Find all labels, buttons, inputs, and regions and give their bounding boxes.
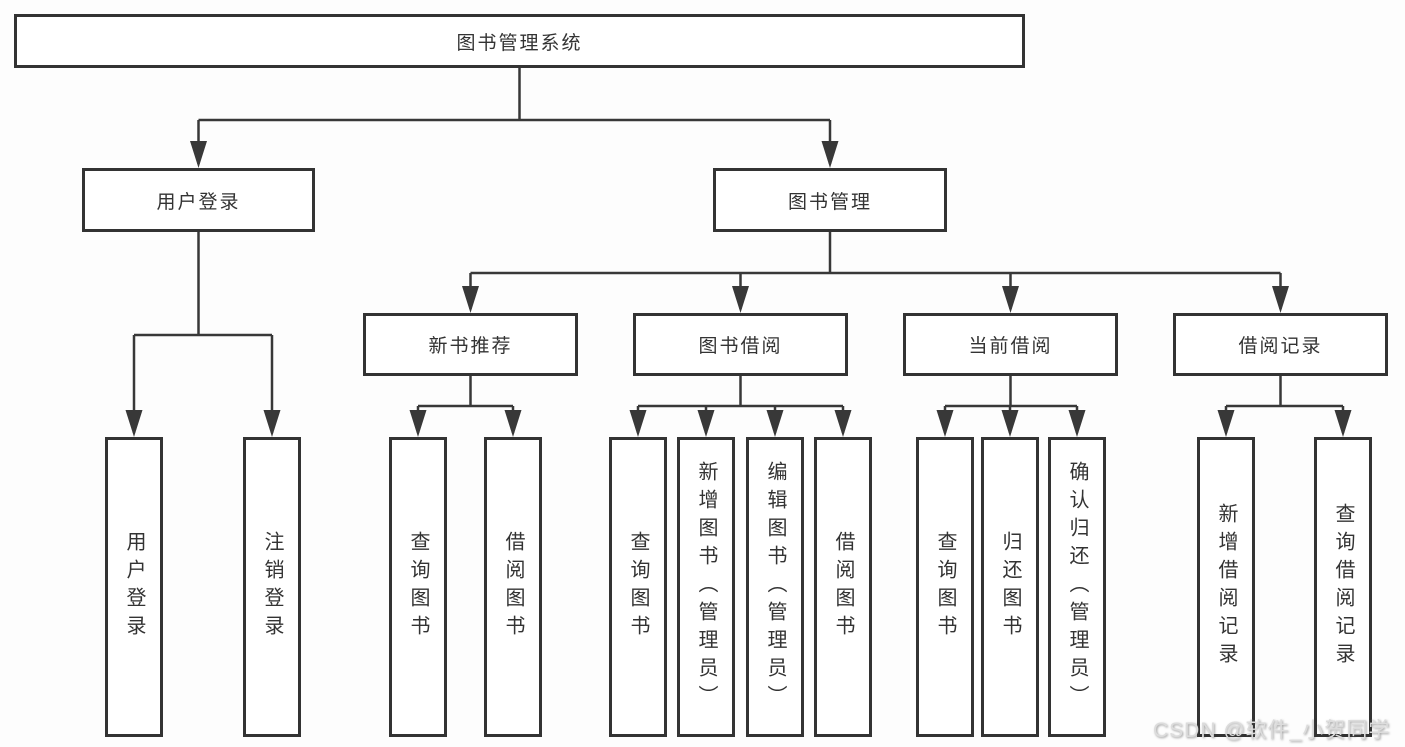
leaf-label: 借阅图书 [502,531,524,643]
leaf-label: 用户登录 [123,531,145,643]
node-current-borrowing: 当前借阅 [903,313,1118,376]
arrowheads [125,141,1352,437]
leaf-label: 新增图书（管理员） [695,461,717,713]
node-leaf-borrow-books-1: 借阅图书 [484,437,542,737]
node-borrowing-records: 借阅记录 [1173,313,1388,376]
node-root-system: 图书管理系统 [14,14,1025,68]
leaf-label: 查询图书 [627,531,649,643]
leaf-label: 新增借阅记录 [1215,503,1237,671]
node-leaf-add-books-admin: 新增图书（管理员） [677,437,735,737]
leaf-label: 查询图书 [934,531,956,643]
node-leaf-logout: 注销登录 [243,437,301,737]
node-leaf-borrow-books-2: 借阅图书 [814,437,872,737]
node-leaf-query-books-2: 查询图书 [609,437,667,737]
node-book-management-module: 图书管理 [713,168,947,232]
node-user-login-module: 用户登录 [82,168,315,232]
node-book-borrowing: 图书借阅 [633,313,848,376]
node-leaf-query-books-1: 查询图书 [389,437,447,737]
node-leaf-query-books-3: 查询图书 [916,437,974,737]
node-leaf-return-books: 归还图书 [981,437,1039,737]
leaf-label: 注销登录 [261,531,283,643]
leaf-label: 确认归还（管理员） [1066,461,1088,713]
leaf-label: 查询图书 [407,531,429,643]
node-leaf-add-borrow-record: 新增借阅记录 [1197,437,1255,737]
csdn-watermark: CSDN @软件_小贺同学 [1153,719,1391,742]
node-leaf-confirm-return-admin: 确认归还（管理员） [1048,437,1106,737]
leaf-label: 查询借阅记录 [1332,503,1354,671]
node-leaf-user-login: 用户登录 [105,437,163,737]
leaf-label: 编辑图书（管理员） [764,461,786,713]
leaf-label: 归还图书 [999,531,1021,643]
leaf-label: 借阅图书 [832,531,854,643]
node-leaf-edit-books-admin: 编辑图书（管理员） [746,437,804,737]
node-leaf-query-borrow-record: 查询借阅记录 [1314,437,1372,737]
node-new-book-recommend: 新书推荐 [363,313,578,376]
